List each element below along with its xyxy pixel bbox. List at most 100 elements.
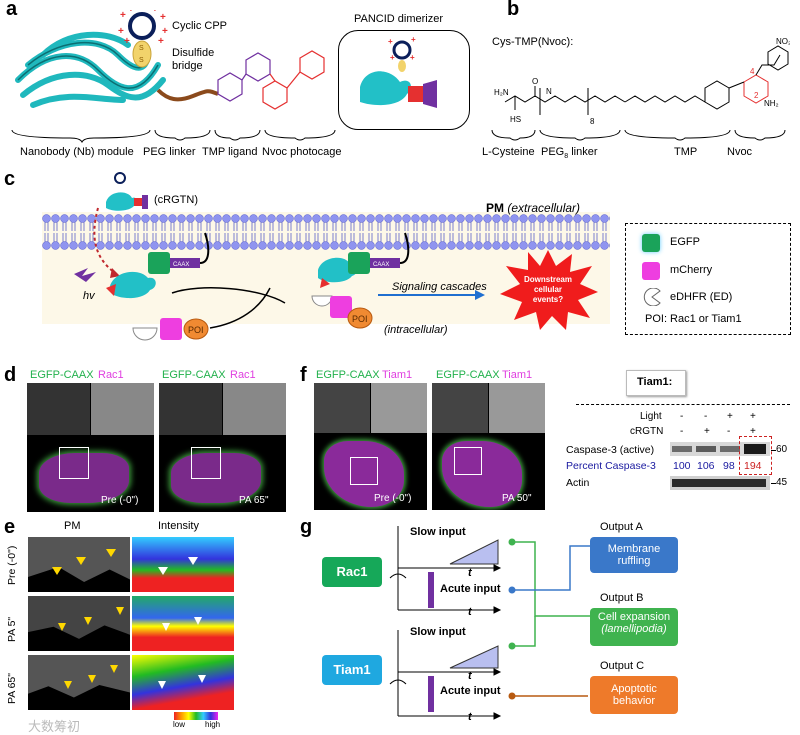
output-b-label: Output B (600, 592, 644, 604)
b-title: Cys-TMP(Nvoc): (492, 36, 574, 48)
svg-text:S: S (139, 45, 144, 52)
g-diagram (389, 526, 592, 720)
downstream-3: events? (533, 295, 563, 304)
atom-two: 2 (754, 91, 759, 100)
caspase-label: Caspase-3 (active) (566, 444, 655, 456)
colorbar-low: low (173, 720, 186, 729)
e-row-1-label: Pre (-0") (6, 545, 18, 585)
pancid-label: PANCID dimerizer (354, 13, 444, 25)
svg-text:+: + (390, 53, 395, 62)
e-pm-row-1 (28, 537, 130, 592)
t-label-2: t (468, 606, 472, 618)
e-intensity-row-1 (132, 537, 234, 592)
light-val-1: - (680, 411, 684, 422)
atom-no2: NO₂ (776, 37, 790, 46)
poi-1: POI (188, 325, 204, 335)
output-a-label: Output A (600, 521, 643, 533)
percent-val-1: 100 (673, 460, 691, 472)
atom-nh2: NH₂ (764, 99, 779, 108)
t-label-4: t (468, 711, 472, 723)
svg-text:S: S (139, 57, 144, 64)
f-pre-label: Pre (-0") (374, 493, 412, 504)
hv-label: hv (83, 290, 95, 302)
output-a-box: Membrane ruffling (590, 537, 678, 573)
d-pa-label: PA 65" (239, 495, 269, 506)
watermark: 大数筹初 (28, 719, 81, 734)
e-pm-row-3 (28, 655, 130, 710)
cys-tmp-structure: H₂N HS N 8 O NH₂ NO₂ 4 2 (494, 37, 790, 126)
legend-mcherry: mCherry (670, 264, 713, 276)
colorbar (174, 712, 218, 720)
svg-text:+: + (162, 26, 168, 37)
pm-label: PM (extracellular) (486, 201, 581, 215)
f-egfp-1: EGFP-CAAX (316, 369, 380, 381)
cyclic-cpp-label: Cyclic CPP (172, 20, 228, 32)
crgtn-val-3: - (727, 426, 731, 437)
atom-four: 4 (750, 67, 755, 76)
mw-60-tick (771, 450, 776, 451)
svg-text:+: + (128, 10, 134, 15)
nanobody-structure: S S ++++ ++++ (15, 10, 325, 110)
svg-text:+: + (120, 10, 126, 21)
blot-title: Tiam1: (637, 376, 673, 388)
svg-text:+: + (388, 37, 393, 46)
panel-label-a: a (6, 0, 18, 20)
f-egfp-2: EGFP-CAAX (436, 369, 500, 381)
mw-45: 45 (776, 477, 788, 488)
e-intensity-row-3 (132, 655, 234, 710)
actin-band (672, 479, 766, 487)
legend-poi: POI: Rac1 or Tiam1 (645, 313, 742, 325)
output-c-label: Output C (600, 660, 645, 672)
downstream-2: cellular (534, 285, 562, 294)
svg-text:+: + (410, 53, 415, 62)
atom-eight: 8 (590, 117, 595, 126)
svg-text:+: + (160, 12, 166, 23)
e-arrowheads (52, 549, 206, 689)
t-label-1: t (468, 567, 472, 579)
crgtn-icon (106, 172, 148, 211)
light-val-2: - (704, 411, 708, 422)
panel-label-b: b (507, 0, 520, 20)
pathway-diagram: CAAX POI CAAX POI (74, 207, 485, 341)
d-micrograph-pa: PA 65" (159, 383, 286, 512)
d-rac1-2: Rac1 (230, 369, 256, 381)
svg-text:+: + (124, 36, 130, 47)
f-micrograph-pre: Pre (-0") (314, 383, 427, 510)
egfp-swatch (642, 234, 660, 252)
downstream-1: Downstream (524, 275, 572, 284)
e-intensity-row-2 (132, 596, 234, 651)
output-b-box: Cell expansion(lamellipodia) (590, 608, 678, 646)
mw-45-tick (771, 483, 776, 484)
atom-h2n: H₂N (494, 88, 509, 97)
a-label-peg: PEG linker (143, 146, 196, 158)
tiam1-slow-input: Slow input (410, 626, 466, 638)
poi-2: POI (352, 314, 368, 324)
panel-label-g: g (300, 516, 313, 538)
e-intensity-header: Intensity (158, 520, 199, 532)
svg-text:+: + (152, 10, 158, 15)
b-label-cysteine: L-Cysteine (482, 146, 535, 158)
caspase-band-3 (720, 446, 740, 452)
e-pm-row-2 (28, 596, 130, 651)
legend-edhfr: eDHFR (ED) (670, 291, 733, 303)
d-egfp-2: EGFP-CAAX (162, 369, 226, 381)
bridge-label: bridge (172, 60, 203, 72)
e-pm-header: PM (64, 520, 81, 532)
d-pre-label: Pre (-0") (101, 495, 139, 506)
panel-label-f: f (300, 364, 307, 386)
percent-val-4: 194 (744, 460, 762, 472)
e-row-3-label: PA 65" (6, 673, 18, 704)
caspase-band-2 (696, 446, 716, 452)
e-row-2-label: PA 5" (6, 616, 18, 642)
rac1-slow-input: Slow input (410, 526, 466, 538)
colorbar-high: high (205, 720, 221, 729)
disulfide-label: Disulfide (172, 47, 215, 59)
caspase-band-1 (672, 446, 692, 452)
t-label-3: t (468, 670, 472, 682)
a-label-nvoc: Nvoc photocage (262, 146, 342, 158)
b-label-tmp: TMP (674, 146, 698, 158)
mw-60: 60 (776, 444, 788, 455)
actin-label: Actin (566, 477, 590, 489)
rac1-box: Rac1 (322, 557, 382, 587)
edhfr-icon (643, 288, 661, 306)
